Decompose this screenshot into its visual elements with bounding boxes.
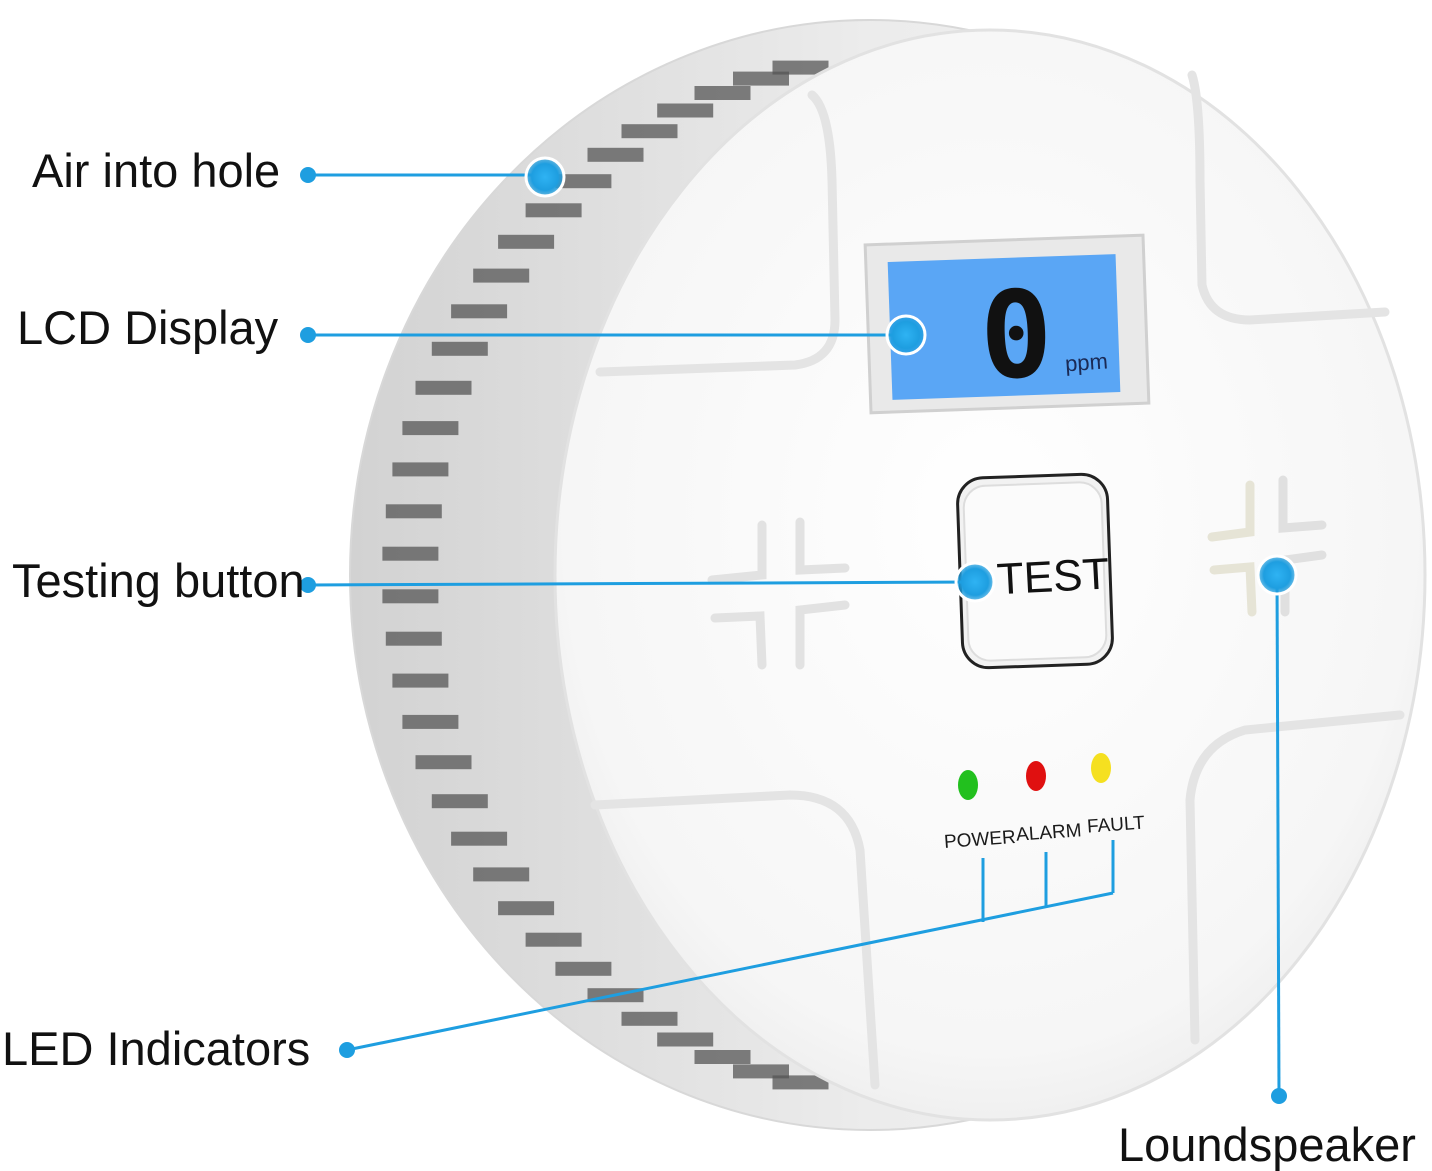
vent-slot (657, 104, 713, 118)
vent-slot (657, 1033, 713, 1047)
led-power-light (958, 770, 978, 800)
vent-slot (382, 589, 438, 603)
vent-slot (526, 203, 582, 217)
lcd-display-label: LCD Display (17, 304, 278, 351)
vent-slot (392, 462, 448, 476)
loudspeaker-line (1277, 575, 1279, 1096)
testing-button-label: Testing button (12, 557, 305, 604)
led-alarm-light (1026, 761, 1046, 791)
vent-slot (695, 86, 751, 100)
vent-slot (416, 381, 472, 395)
vent-slot (622, 124, 678, 138)
vent-slot (382, 547, 438, 561)
testing-button-target-dot (956, 563, 994, 601)
lcd-display-target-dot (887, 316, 925, 354)
lcd-reading: 0 (978, 266, 1055, 407)
led-indicators-start-dot (339, 1042, 355, 1058)
loudspeaker-target-dot (1258, 556, 1296, 594)
vent-slot (695, 1050, 751, 1064)
vent-slot (588, 148, 644, 162)
air-hole-target-dot (526, 158, 564, 196)
lcd-unit: ppm (1064, 348, 1108, 376)
vent-slot (555, 962, 611, 976)
vent-slot (432, 794, 488, 808)
loudspeaker-label: Loundspeaker (1118, 1121, 1416, 1168)
vent-slot (402, 715, 458, 729)
vent-slot (386, 504, 442, 518)
vent-slot (498, 901, 554, 915)
test-button-label: TEST (996, 549, 1111, 604)
air-hole-start-dot (300, 167, 316, 183)
vent-slot (473, 269, 529, 283)
vent-slot (386, 632, 442, 646)
vent-slot (473, 867, 529, 881)
vent-slot (498, 235, 554, 249)
vent-slot (451, 304, 507, 318)
vent-slot (622, 1012, 678, 1026)
vent-slot (392, 674, 448, 688)
led-indicators-label: LED Indicators (2, 1025, 310, 1072)
vent-slot (526, 933, 582, 947)
loudspeaker-end-dot (1271, 1088, 1287, 1104)
vent-slot (416, 755, 472, 769)
vent-slot (733, 72, 789, 86)
led-fault-label: FAULT (1086, 813, 1145, 838)
lcd-display-start-dot (300, 327, 316, 343)
led-fault-light (1091, 753, 1111, 783)
vent-slot (451, 832, 507, 846)
air-hole-label: Air into hole (32, 147, 280, 194)
vent-slot (402, 421, 458, 435)
vent-slot (432, 342, 488, 356)
